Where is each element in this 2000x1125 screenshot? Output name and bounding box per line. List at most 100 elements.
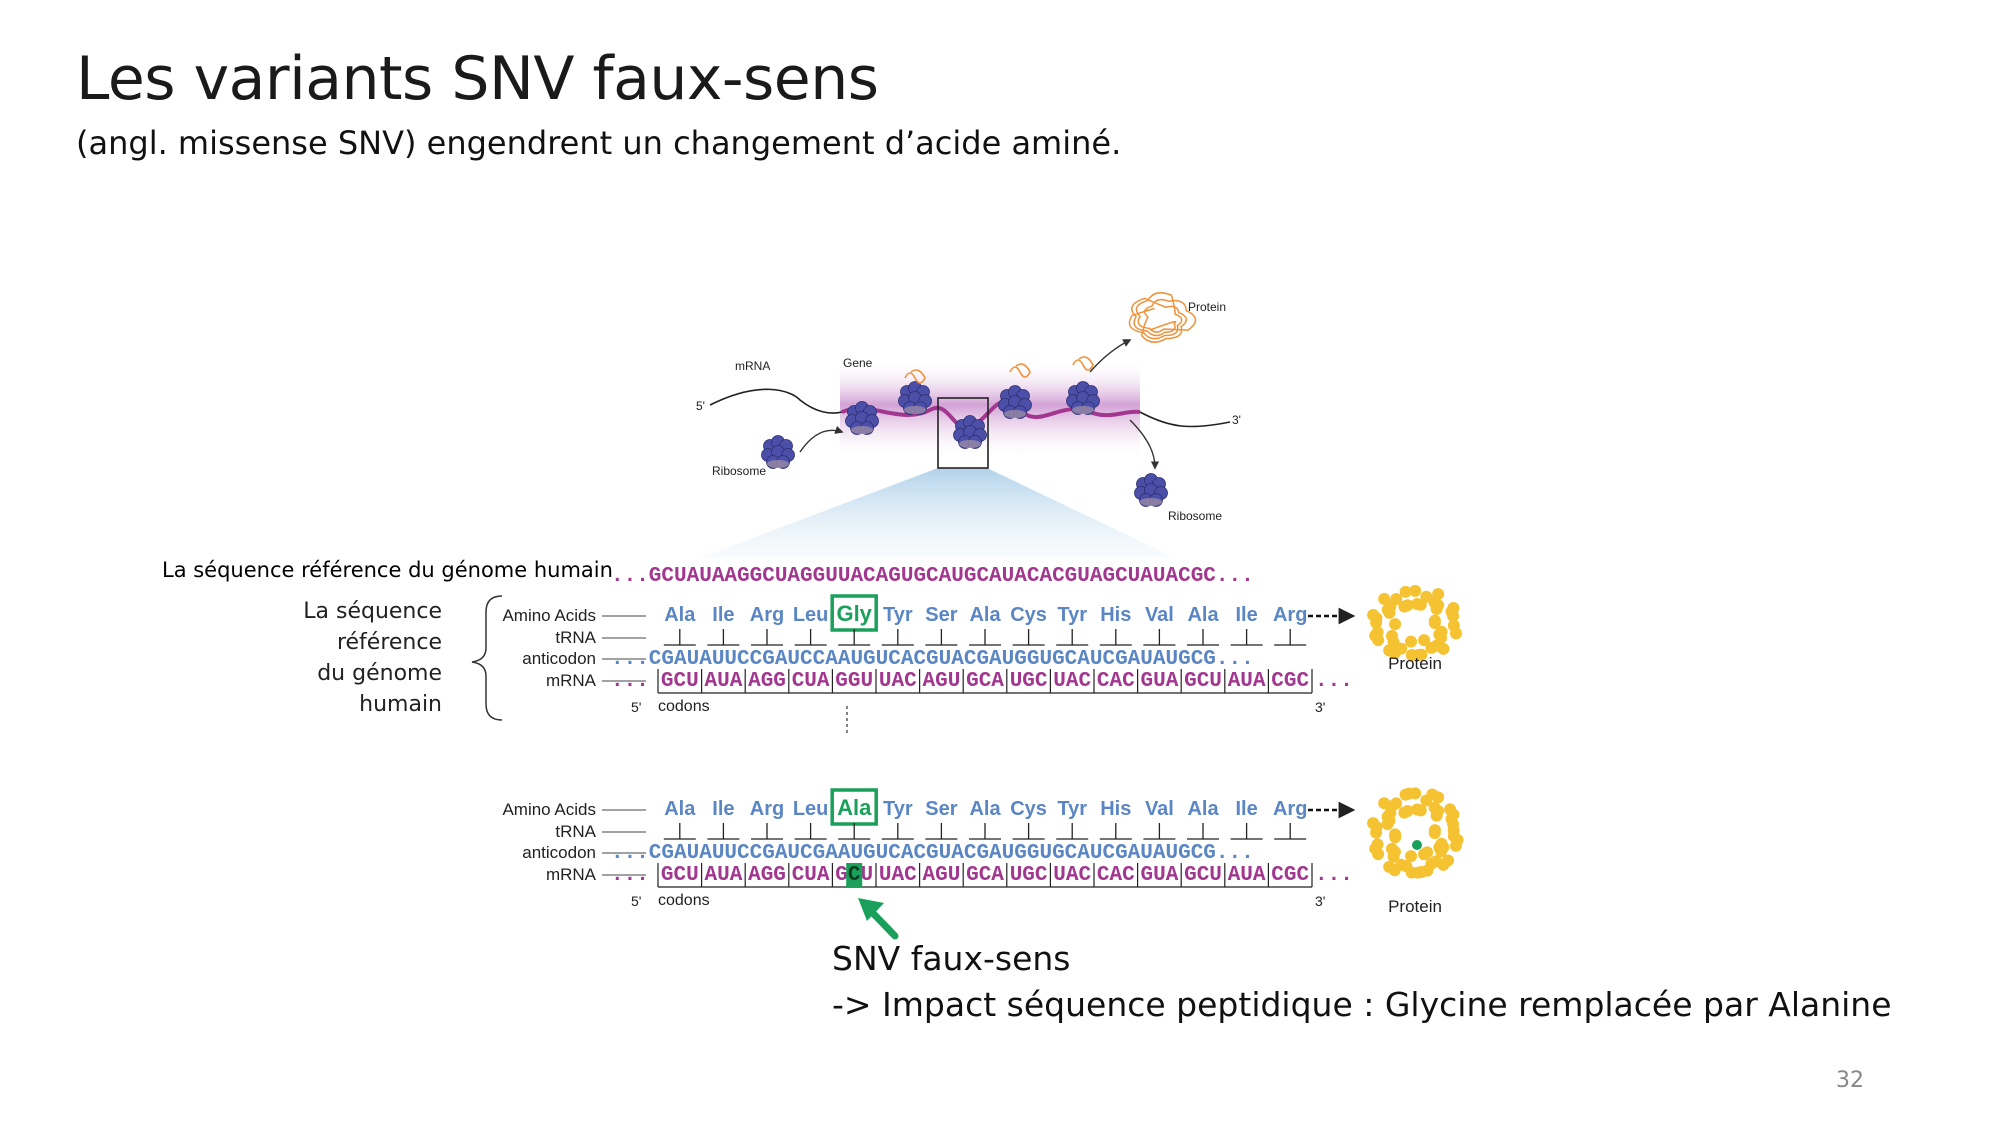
zoom-box bbox=[937, 397, 989, 469]
slide-subtitle: (angl. missense SNV) engendrent un chang… bbox=[76, 124, 1122, 162]
ribosome-icon bbox=[845, 401, 879, 435]
anticodon-sequence: ...CGAUAUUCCGAUCGAAUGUCACGUACGAUGGUGCAUC… bbox=[611, 842, 1254, 865]
amino-acid-label: Val bbox=[1145, 798, 1174, 820]
amino-acid-label: Ala bbox=[1187, 604, 1219, 626]
nascent-protein-icon bbox=[1009, 363, 1031, 378]
amino-acid-label: Arg bbox=[1273, 798, 1307, 820]
mrna-codon: AGU bbox=[922, 864, 960, 887]
amino-acid-label: Tyr bbox=[883, 798, 913, 820]
ribosome-group bbox=[761, 356, 1168, 507]
amino-acid-label: Ala bbox=[969, 798, 1001, 820]
amino-acid-label: Ser bbox=[925, 798, 957, 820]
brace-label-line: humain bbox=[359, 692, 442, 717]
amino-acid-label: Cys bbox=[1010, 798, 1047, 820]
nascent-protein-icon bbox=[1072, 356, 1094, 371]
protein-variant-site bbox=[1412, 840, 1422, 850]
mrna-codon: CUA bbox=[792, 670, 830, 693]
mrna-codon: AUA bbox=[704, 670, 742, 693]
protein-release-arrow bbox=[1089, 339, 1132, 373]
mrna-codon: GCU bbox=[661, 670, 699, 693]
amino-acid-label: Arg bbox=[1273, 604, 1307, 626]
variant-base: C bbox=[848, 864, 861, 887]
amino-acid-label: Tyr bbox=[1057, 604, 1087, 626]
amino-acid-label: Ile bbox=[1235, 798, 1257, 820]
page-number: 32 bbox=[1836, 1068, 1864, 1093]
brace-label-line: La séquence bbox=[303, 599, 442, 624]
reference-sequence: ...GCUAUAAGGCUAGGUUACAGUGCAUGCAUACACGUAG… bbox=[611, 565, 1254, 588]
protein-icon bbox=[1367, 787, 1464, 879]
five-prime-label: 5' bbox=[631, 699, 641, 715]
three-prime-label: 3' bbox=[1315, 699, 1325, 715]
mrna-codon: CAC bbox=[1097, 864, 1135, 887]
zoom-fan bbox=[700, 468, 1175, 558]
mrna-codon: UGC bbox=[1010, 670, 1048, 693]
three-prime-label: 3' bbox=[1232, 413, 1241, 427]
ribosome-icon bbox=[998, 385, 1032, 419]
amino-acid-label: Arg bbox=[750, 604, 784, 626]
mrna-codon: CGC bbox=[1271, 864, 1309, 887]
mrna-codon: UAC bbox=[879, 670, 917, 693]
brace-label: La séquence référence du génome humain bbox=[242, 596, 442, 720]
variant-base-highlight bbox=[846, 863, 863, 887]
mrna-codon: GCU bbox=[1184, 864, 1222, 887]
mrna-codon: AUA bbox=[704, 864, 742, 887]
amino-acid-label: Leu bbox=[793, 798, 829, 820]
ribosome-left-label: Ribosome bbox=[712, 464, 766, 478]
mrna-codon: CUA bbox=[792, 864, 830, 887]
row-label-amino-acids: Amino Acids bbox=[502, 606, 596, 625]
brace-label-line: référence bbox=[336, 630, 442, 655]
ribosome-exit-arrow bbox=[1129, 419, 1160, 470]
brace-label-line: du génome bbox=[317, 661, 442, 686]
amino-acid-label: Ile bbox=[712, 604, 734, 626]
anticodon-sequence: ...CGAUAUUCCGAUCCAAUGUCACGUACGAUGGUGCAUC… bbox=[611, 648, 1254, 671]
amino-acid-label: His bbox=[1100, 798, 1131, 820]
overview-protein-icon bbox=[1128, 292, 1197, 343]
snv-note-title: SNV faux-sens bbox=[832, 939, 1071, 978]
amino-acid-label: Ala bbox=[664, 604, 696, 626]
slide-title: Les variants SNV faux-sens bbox=[76, 44, 879, 114]
mrna-codon: GCA bbox=[966, 670, 1004, 693]
row-label-trna: tRNA bbox=[555, 628, 596, 647]
amino-acid-label: Ile bbox=[712, 798, 734, 820]
ribosome-icon bbox=[1066, 381, 1100, 415]
nascent-protein-icon bbox=[904, 369, 926, 384]
three-prime-label: 3' bbox=[1315, 893, 1325, 909]
mrna-codon: CGC bbox=[1271, 670, 1309, 693]
mrna-strand-5prime bbox=[709, 388, 843, 414]
amino-acid-label: Ala bbox=[664, 798, 696, 820]
brace bbox=[471, 595, 503, 721]
mrna-codon: AGG bbox=[748, 670, 786, 693]
mrna-strand-3prime bbox=[1139, 411, 1231, 428]
amino-acid-label: Ser bbox=[925, 604, 957, 626]
amino-acid-label: Ala bbox=[837, 795, 872, 820]
amino-acid-label: His bbox=[1100, 604, 1131, 626]
row-label-mrna: mRNA bbox=[546, 671, 597, 690]
ribosome-icon bbox=[953, 415, 987, 449]
ribosome-right-label: Ribosome bbox=[1168, 509, 1222, 523]
ribosome-icon bbox=[761, 435, 795, 469]
row-label-mrna: mRNA bbox=[546, 865, 597, 884]
mrna-ellipsis: ... bbox=[1315, 864, 1353, 887]
mrna-codon: UAC bbox=[879, 864, 917, 887]
mrna-codon: AGG bbox=[748, 864, 786, 887]
row-label-anticodon: anticodon bbox=[522, 843, 596, 862]
mrna-codon: UAC bbox=[1053, 670, 1091, 693]
mrna-ellipsis: ... bbox=[1315, 670, 1353, 693]
codons-label: codons bbox=[658, 698, 710, 715]
mrna-codon: AGU bbox=[922, 670, 960, 693]
ribosome-enter-arrow bbox=[799, 425, 844, 453]
five-prime-label: 5' bbox=[696, 399, 705, 413]
ribosome-icon bbox=[1134, 473, 1168, 507]
overview-protein-label: Protein bbox=[1188, 300, 1226, 314]
mrna-codon: AUA bbox=[1228, 670, 1266, 693]
ribosome-icon bbox=[898, 381, 932, 415]
codons-label: codons bbox=[658, 892, 710, 909]
row-label-anticodon: anticodon bbox=[522, 649, 596, 668]
row-label-amino-acids: Amino Acids bbox=[502, 800, 596, 819]
amino-acid-label: Leu bbox=[793, 604, 829, 626]
snv-note-impact: -> Impact séquence peptidique : Glycine … bbox=[832, 985, 1892, 1024]
amino-acid-label: Arg bbox=[750, 798, 784, 820]
protein-label: Protein bbox=[1388, 654, 1442, 673]
amino-acid-label: Tyr bbox=[883, 604, 913, 626]
